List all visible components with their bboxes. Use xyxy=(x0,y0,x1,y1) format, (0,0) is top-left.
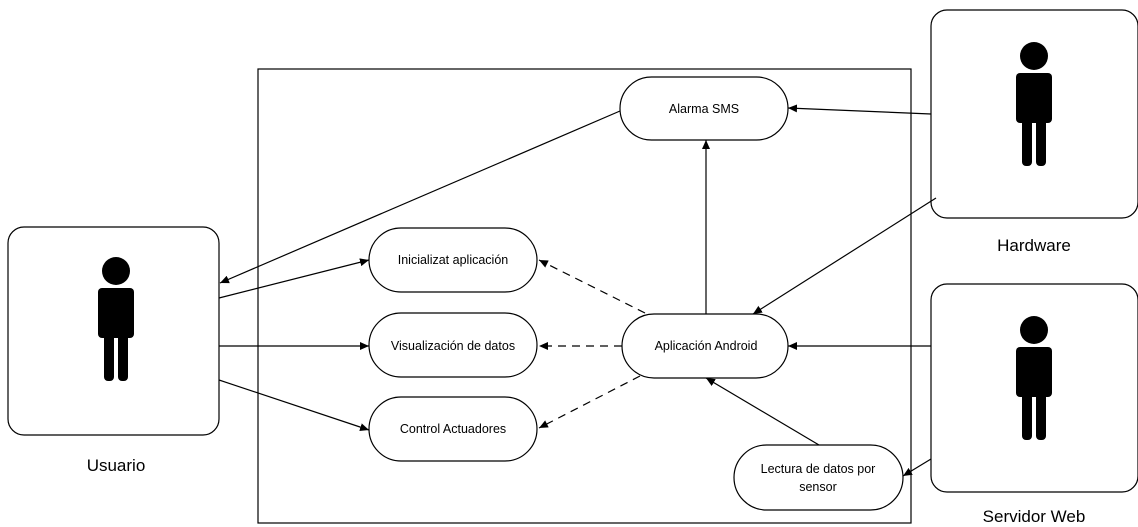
actor-usuario[interactable]: Usuario xyxy=(7,226,220,475)
edge-usuario-control xyxy=(218,379,370,431)
edge-usuario-inicializar xyxy=(218,258,370,299)
usecase-label: Aplicación Android xyxy=(655,339,758,353)
usecase-label: Inicializat aplicación xyxy=(398,253,509,267)
usecase-visualizacion[interactable]: Visualización de datos xyxy=(368,312,538,378)
actor-label-servidor-web: Servidor Web xyxy=(983,507,1086,526)
edge-servidor-lectura xyxy=(902,458,932,477)
actor-servidor-web[interactable]: Servidor Web xyxy=(930,283,1138,526)
actor-label-usuario: Usuario xyxy=(87,456,146,475)
usecase-aplicacion-android[interactable]: Aplicación Android xyxy=(621,313,789,379)
usecase-label-line1: Lectura de datos por xyxy=(761,462,876,476)
usecase-label: Visualización de datos xyxy=(391,339,515,353)
usecase-inicializar[interactable]: Inicializat aplicación xyxy=(368,227,538,293)
usecase-control[interactable]: Control Actuadores xyxy=(368,396,538,462)
edge-alarma-usuario xyxy=(219,110,621,284)
actor-label-hardware: Hardware xyxy=(997,236,1071,255)
edge-aplicacion-inicializar xyxy=(538,259,646,314)
usecase-label-line2: sensor xyxy=(799,480,837,494)
edge-lectura-aplicacion xyxy=(705,377,820,446)
usecase-label: Alarma SMS xyxy=(669,102,739,116)
edge-aplicacion-control xyxy=(538,375,641,429)
system-boundary xyxy=(257,68,912,524)
actor-hardware[interactable]: Hardware xyxy=(930,9,1138,255)
usecase-label: Control Actuadores xyxy=(400,422,506,436)
edge-hardware-alarma xyxy=(787,104,932,115)
usecase-lectura[interactable]: Lectura de datos por sensor xyxy=(733,444,904,511)
usecase-alarma-sms[interactable]: Alarma SMS xyxy=(619,76,789,141)
edge-hardware-aplicacion xyxy=(752,197,937,315)
